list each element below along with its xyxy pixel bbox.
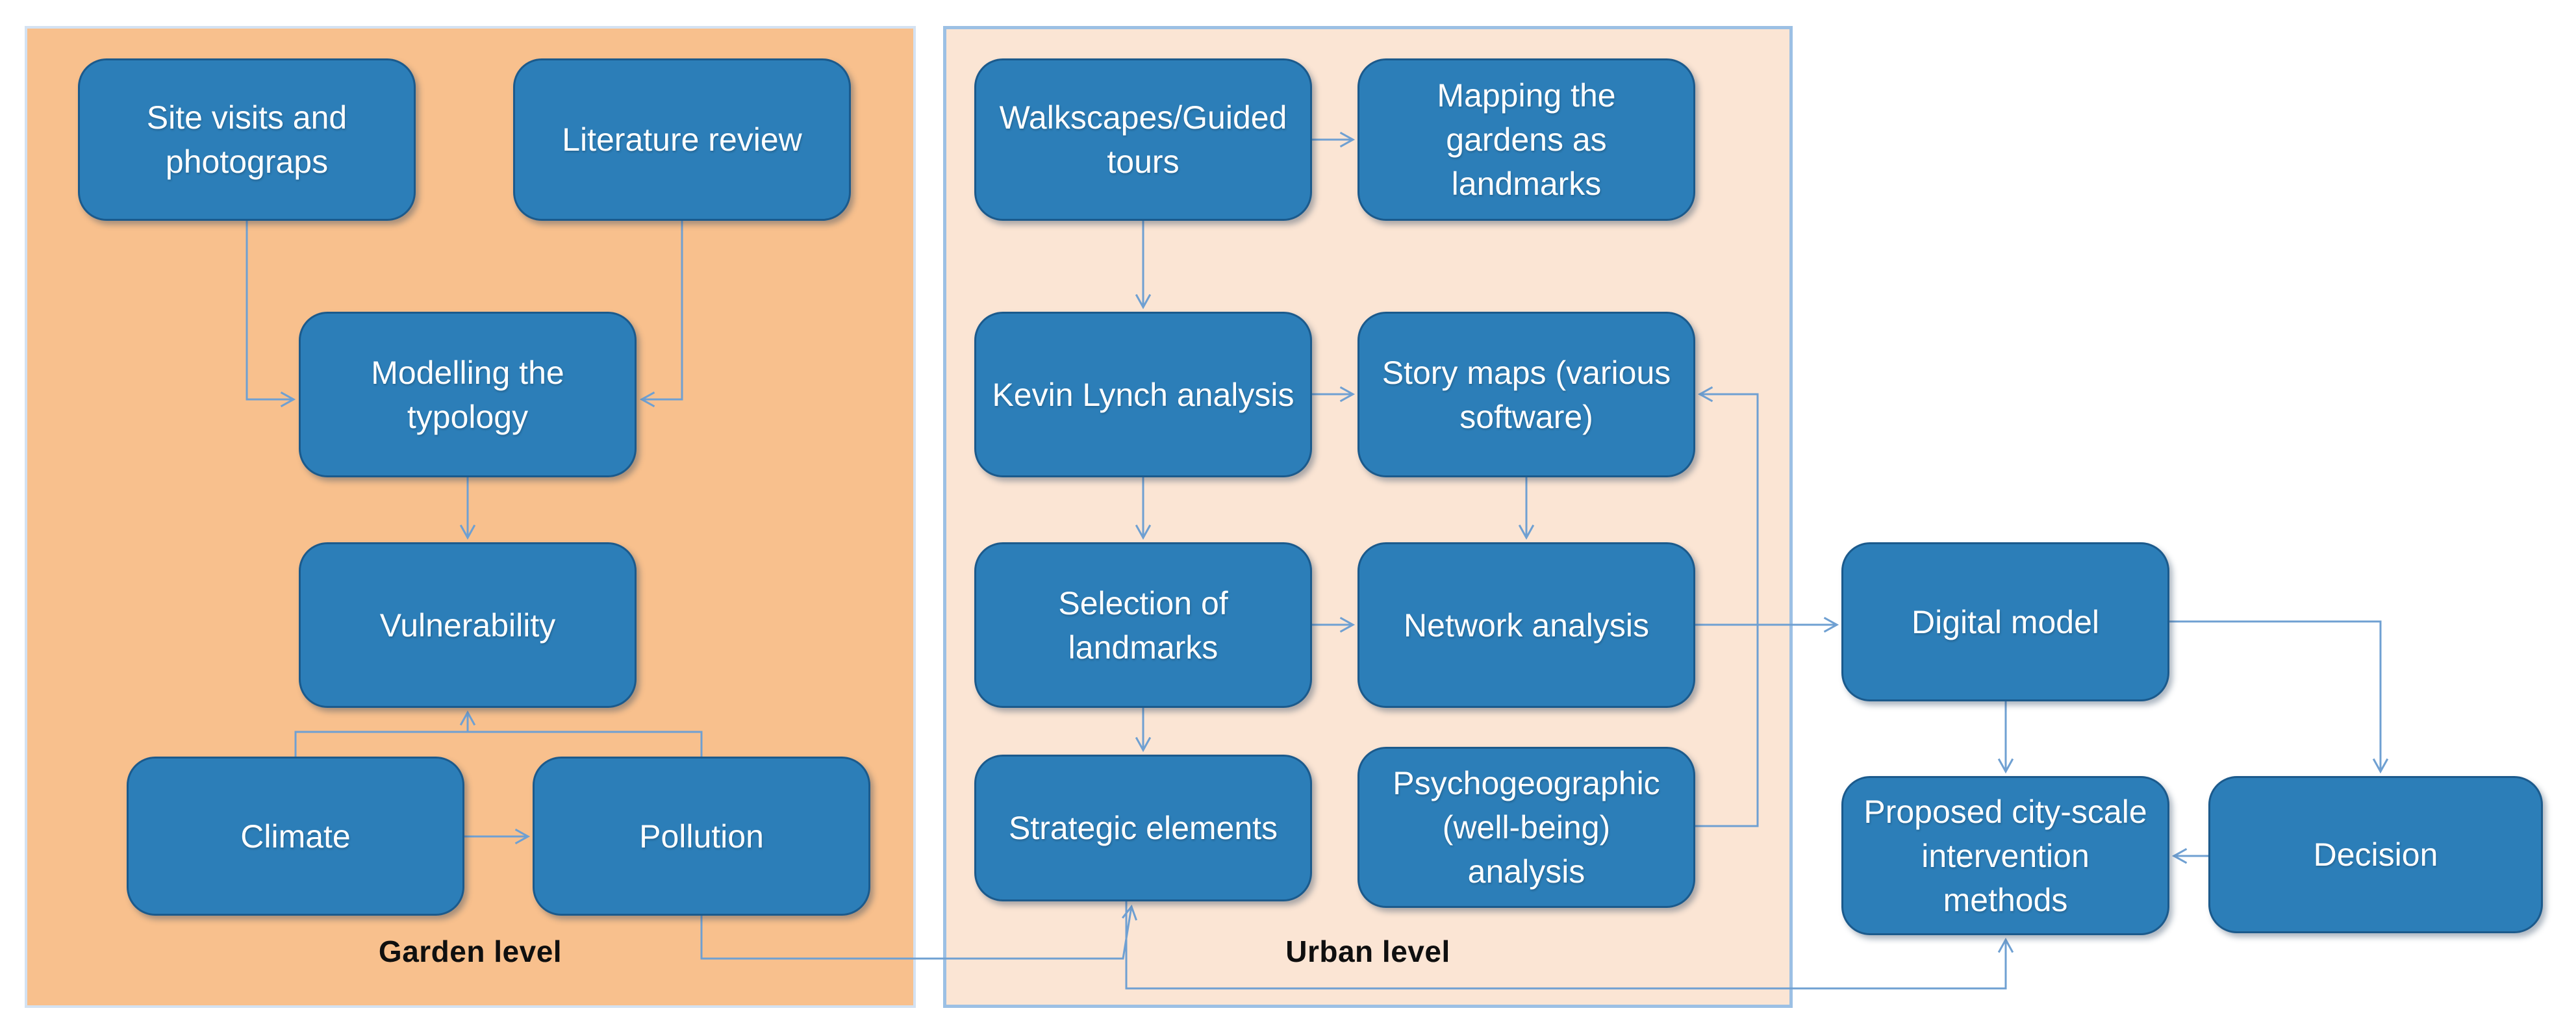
node-proposed-intervention-methods: Proposed city-scale intervention methods [1841,776,2169,935]
node-decision: Decision [2208,776,2543,933]
urban-level-label: Urban level [1285,935,1450,968]
node-digital-model: Digital model [1841,542,2169,701]
node-kevin-lynch-analysis: Kevin Lynch analysis [974,312,1312,477]
node-modelling-typology: Modelling the typology [299,312,637,477]
node-mapping-gardens-landmarks: Mapping the gardens as landmarks [1357,58,1695,221]
node-vulnerability: Vulnerability [299,542,637,708]
node-psychogeographic-analysis: Psychogeographic (well-being) analysis [1357,747,1695,908]
node-pollution: Pollution [533,757,870,916]
node-climate: Climate [127,757,464,916]
node-literature-review: Literature review [513,58,851,221]
node-walkscapes-guided-tours: Walkscapes/Guided tours [974,58,1312,221]
node-network-analysis: Network analysis [1357,542,1695,708]
edge-digital-model-to-decision [2169,620,2389,774]
node-site-visits: Site visits and photograps [78,58,416,221]
node-strategic-elements: Strategic elements [974,755,1312,901]
garden-level-label: Garden level [378,935,562,968]
node-selection-of-landmarks: Selection of landmarks [974,542,1312,708]
node-story-maps: Story maps (various software) [1357,312,1695,477]
